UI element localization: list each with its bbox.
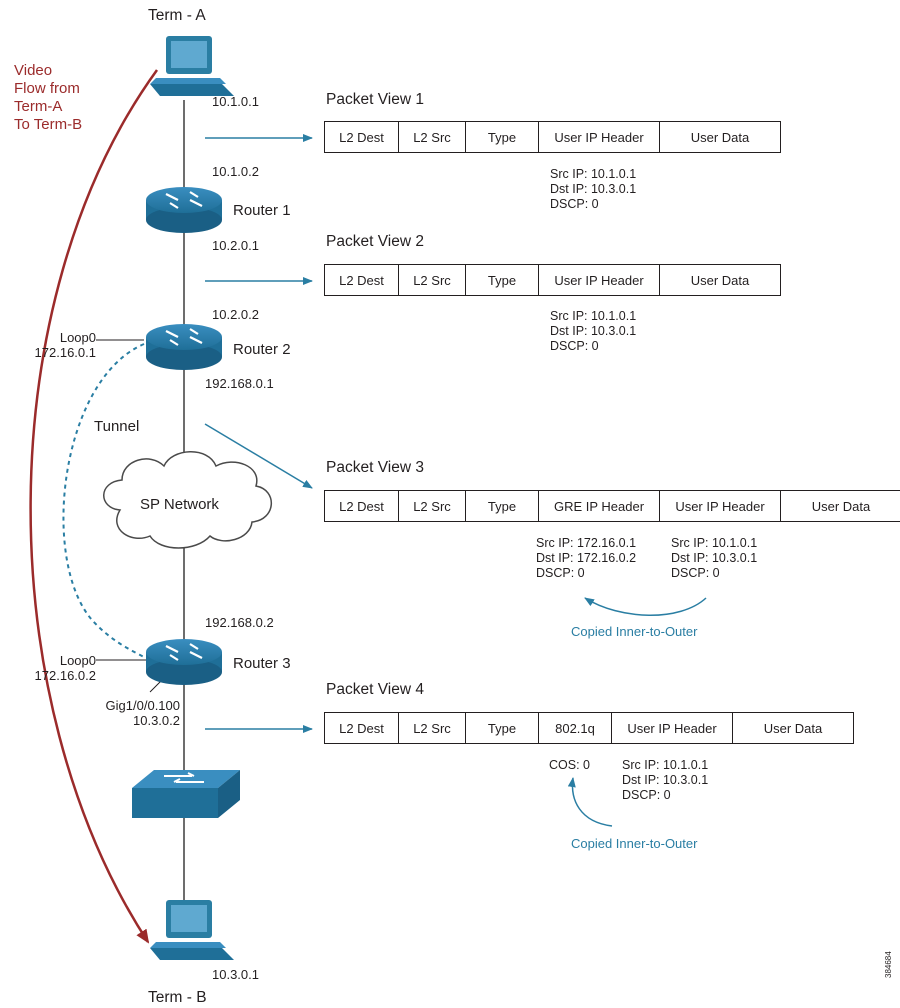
pv-field: L2 Src bbox=[399, 122, 466, 152]
pv1-user-ip-info: Src IP: 10.1.0.1 Dst IP: 10.3.0.1 DSCP: … bbox=[550, 167, 636, 212]
flow-label-line: Term-A bbox=[14, 98, 63, 115]
pv4-user-ip-info: Src IP: 10.1.0.1 Dst IP: 10.3.0.1 DSCP: … bbox=[622, 758, 708, 803]
ip-label: 10.2.0.1 bbox=[212, 238, 259, 253]
pv-field: User Data bbox=[811, 498, 871, 514]
flow-label-line: To Term-B bbox=[14, 116, 83, 133]
packet-view-1-frame: L2 Dest L2 Src Type User IP Header User … bbox=[324, 121, 781, 153]
info-line: DSCP: 0 bbox=[550, 339, 599, 353]
info-line: DSCP: 0 bbox=[536, 566, 585, 580]
terminal-b-icon bbox=[150, 900, 234, 960]
pv3-arrow bbox=[204, 423, 313, 489]
info-line: Src IP: 10.1.0.1 bbox=[671, 536, 758, 550]
pv2-user-ip-info: Src IP: 10.1.0.1 Dst IP: 10.3.0.1 DSCP: … bbox=[550, 309, 636, 354]
router1-label: Router 1 bbox=[233, 202, 291, 219]
video-flow-label: Video Flow from Term-A To Term-B bbox=[14, 62, 82, 134]
info-line: Src IP: 10.1.0.1 bbox=[550, 167, 637, 181]
pv3-gre-ip-info: Src IP: 172.16.0.1 Dst IP: 172.16.0.2 DS… bbox=[536, 536, 636, 581]
pv-field: L2 Dest bbox=[325, 491, 399, 521]
router2-icon bbox=[146, 324, 222, 370]
router3-label: Router 3 bbox=[233, 655, 291, 672]
pv-field: User Data bbox=[690, 129, 750, 145]
pv-field: GRE IP Header bbox=[539, 491, 660, 521]
loop0-r3-ip: 172.16.0.2 bbox=[34, 668, 96, 683]
loop0-r2-name: Loop0 bbox=[59, 330, 96, 345]
copied-arrow-pv4 bbox=[567, 777, 613, 827]
ip-label: 10.1.0.1 bbox=[212, 94, 259, 109]
packet-view-4-frame: L2 Dest L2 Src Type 802.1q User IP Heade… bbox=[324, 712, 854, 744]
info-line: Dst IP: 10.3.0.1 bbox=[550, 182, 637, 196]
flow-label-line: Flow from bbox=[14, 80, 80, 97]
video-flow-arrow bbox=[29, 69, 159, 944]
pv-field: 802.1q bbox=[539, 713, 612, 743]
pv-field: User IP Header bbox=[612, 713, 733, 743]
pv-field: User IP Header bbox=[660, 491, 781, 521]
info-line: Dst IP: 10.3.0.1 bbox=[622, 773, 709, 787]
info-line: DSCP: 0 bbox=[622, 788, 671, 802]
info-line: Src IP: 172.16.0.1 bbox=[536, 536, 637, 550]
info-line: Src IP: 10.1.0.1 bbox=[622, 758, 709, 772]
gig-r3-ip: 10.3.0.2 bbox=[133, 713, 180, 728]
term-a-label: Term - A bbox=[148, 7, 206, 24]
sp-network-cloud-icon bbox=[103, 451, 273, 549]
gig-r3-name: Gig1/0/0.100 bbox=[105, 698, 180, 713]
ip-label: 192.168.0.2 bbox=[205, 615, 274, 630]
router1-icon bbox=[146, 187, 222, 233]
pv-field: L2 Dest bbox=[325, 122, 399, 152]
loop0-r2-ip: 172.16.0.1 bbox=[34, 345, 96, 360]
pv-field: L2 Src bbox=[399, 265, 466, 295]
ip-label: 192.168.0.1 bbox=[205, 376, 274, 391]
pv-field: Type bbox=[466, 265, 539, 295]
pv-field: User IP Header bbox=[539, 265, 660, 295]
pv-field: Type bbox=[466, 122, 539, 152]
router3-icon bbox=[146, 639, 222, 685]
flow-label-line: Video bbox=[14, 62, 53, 79]
packet-view-3-title: Packet View 3 bbox=[326, 459, 424, 476]
info-line: Dst IP: 10.3.0.1 bbox=[550, 324, 637, 338]
figure-id: 384684 bbox=[884, 951, 893, 978]
ip-label: 10.1.0.2 bbox=[212, 164, 259, 179]
pv-field: Type bbox=[466, 713, 539, 743]
router2-label: Router 2 bbox=[233, 341, 291, 358]
packet-view-2-title: Packet View 2 bbox=[326, 233, 424, 250]
loop0-r3-name: Loop0 bbox=[59, 653, 96, 668]
info-line: DSCP: 0 bbox=[550, 197, 599, 211]
pv-field: User Data bbox=[763, 720, 823, 736]
packet-view-3-frame: L2 Dest L2 Src Type GRE IP Header User I… bbox=[324, 490, 900, 522]
sp-network-label: SP Network bbox=[140, 496, 219, 513]
pv-field: L2 Dest bbox=[325, 265, 399, 295]
pv-field: User Data bbox=[690, 272, 750, 288]
info-line: DSCP: 0 bbox=[671, 566, 720, 580]
packet-view-4-title: Packet View 4 bbox=[326, 681, 424, 698]
info-line: Dst IP: 10.3.0.1 bbox=[671, 551, 758, 565]
packet-view-2-frame: L2 Dest L2 Src Type User IP Header User … bbox=[324, 264, 781, 296]
pv-field: Type bbox=[466, 491, 539, 521]
pv-field: L2 Src bbox=[399, 491, 466, 521]
info-line: Src IP: 10.1.0.1 bbox=[550, 309, 637, 323]
tunnel-label: Tunnel bbox=[94, 418, 140, 435]
info-line: Dst IP: 172.16.0.2 bbox=[536, 551, 637, 565]
pv-field: User IP Header bbox=[539, 122, 660, 152]
switch-icon bbox=[132, 770, 240, 818]
info-line: COS: 0 bbox=[549, 758, 590, 772]
pv-field: L2 Dest bbox=[325, 713, 399, 743]
packet-view-1-title: Packet View 1 bbox=[326, 91, 424, 108]
copied-arrow-pv3 bbox=[584, 597, 707, 616]
pv4-cos-info: COS: 0 bbox=[549, 758, 590, 773]
pv3-copied-label: Copied Inner-to-Outer bbox=[571, 624, 698, 639]
term-b-label: Term - B bbox=[148, 989, 207, 1006]
pv4-copied-label: Copied Inner-to-Outer bbox=[571, 836, 698, 851]
tunnel-path bbox=[62, 343, 147, 659]
ip-label: 10.2.0.2 bbox=[212, 307, 259, 322]
ip-label: 10.3.0.1 bbox=[212, 967, 259, 982]
pv-field: L2 Src bbox=[399, 713, 466, 743]
pv3-user-ip-info: Src IP: 10.1.0.1 Dst IP: 10.3.0.1 DSCP: … bbox=[671, 536, 757, 581]
terminal-a-icon bbox=[150, 36, 234, 96]
